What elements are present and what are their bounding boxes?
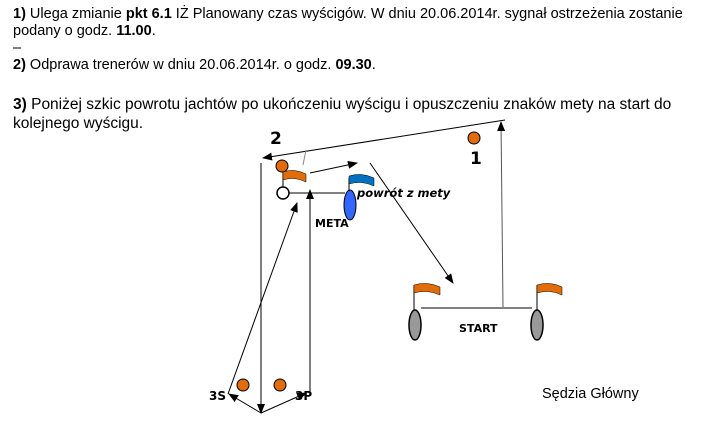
signature: Sędzia Główny bbox=[542, 386, 639, 402]
arrow-to-3p bbox=[260, 392, 307, 414]
finish-flag-icon bbox=[348, 174, 375, 187]
start-boat-right bbox=[530, 309, 544, 341]
mark-1-label: 1 bbox=[470, 149, 482, 169]
mark-2-label: 2 bbox=[270, 129, 282, 149]
finish-note: powrót z mety bbox=[356, 186, 451, 200]
arrow-to-mark-2 bbox=[262, 119, 506, 161]
arrow-to-3s bbox=[228, 393, 262, 414]
mark-2-flag-icon bbox=[282, 170, 307, 183]
arrow-finish-to-start bbox=[369, 162, 454, 284]
separator-dash: – bbox=[13, 40, 22, 56]
arrow-start-to-mark-1 bbox=[497, 121, 506, 308]
finish-pin-buoy bbox=[276, 186, 290, 200]
mark-3s-label: 3S bbox=[209, 389, 226, 403]
item-3: 3) Poniżej szkic powrotu jachtów po ukoń… bbox=[13, 96, 672, 132]
item-2: 2) Odprawa trenerów w dniu 20.06.2014r. … bbox=[13, 57, 376, 73]
mark-2-buoy bbox=[275, 159, 289, 173]
mark-3s-buoy bbox=[236, 378, 250, 392]
mark-3p-buoy bbox=[273, 378, 287, 392]
item-1: 1) Ulega zmianie pkt 6.1 IŻ Planowany cz… bbox=[13, 6, 683, 39]
arrow-3s-to-finish bbox=[227, 202, 298, 395]
tick-line bbox=[302, 149, 307, 166]
start-flag-left-icon bbox=[413, 283, 441, 296]
start-label: START bbox=[459, 322, 498, 335]
start-boat-left bbox=[408, 309, 422, 341]
mark-1-buoy bbox=[467, 131, 481, 145]
finish-label: META bbox=[315, 217, 349, 230]
start-flag-right-icon bbox=[536, 283, 563, 296]
mark-3p-label: 3P bbox=[295, 389, 312, 403]
finish-boat bbox=[343, 189, 357, 221]
arrow-to-finish bbox=[309, 160, 358, 174]
